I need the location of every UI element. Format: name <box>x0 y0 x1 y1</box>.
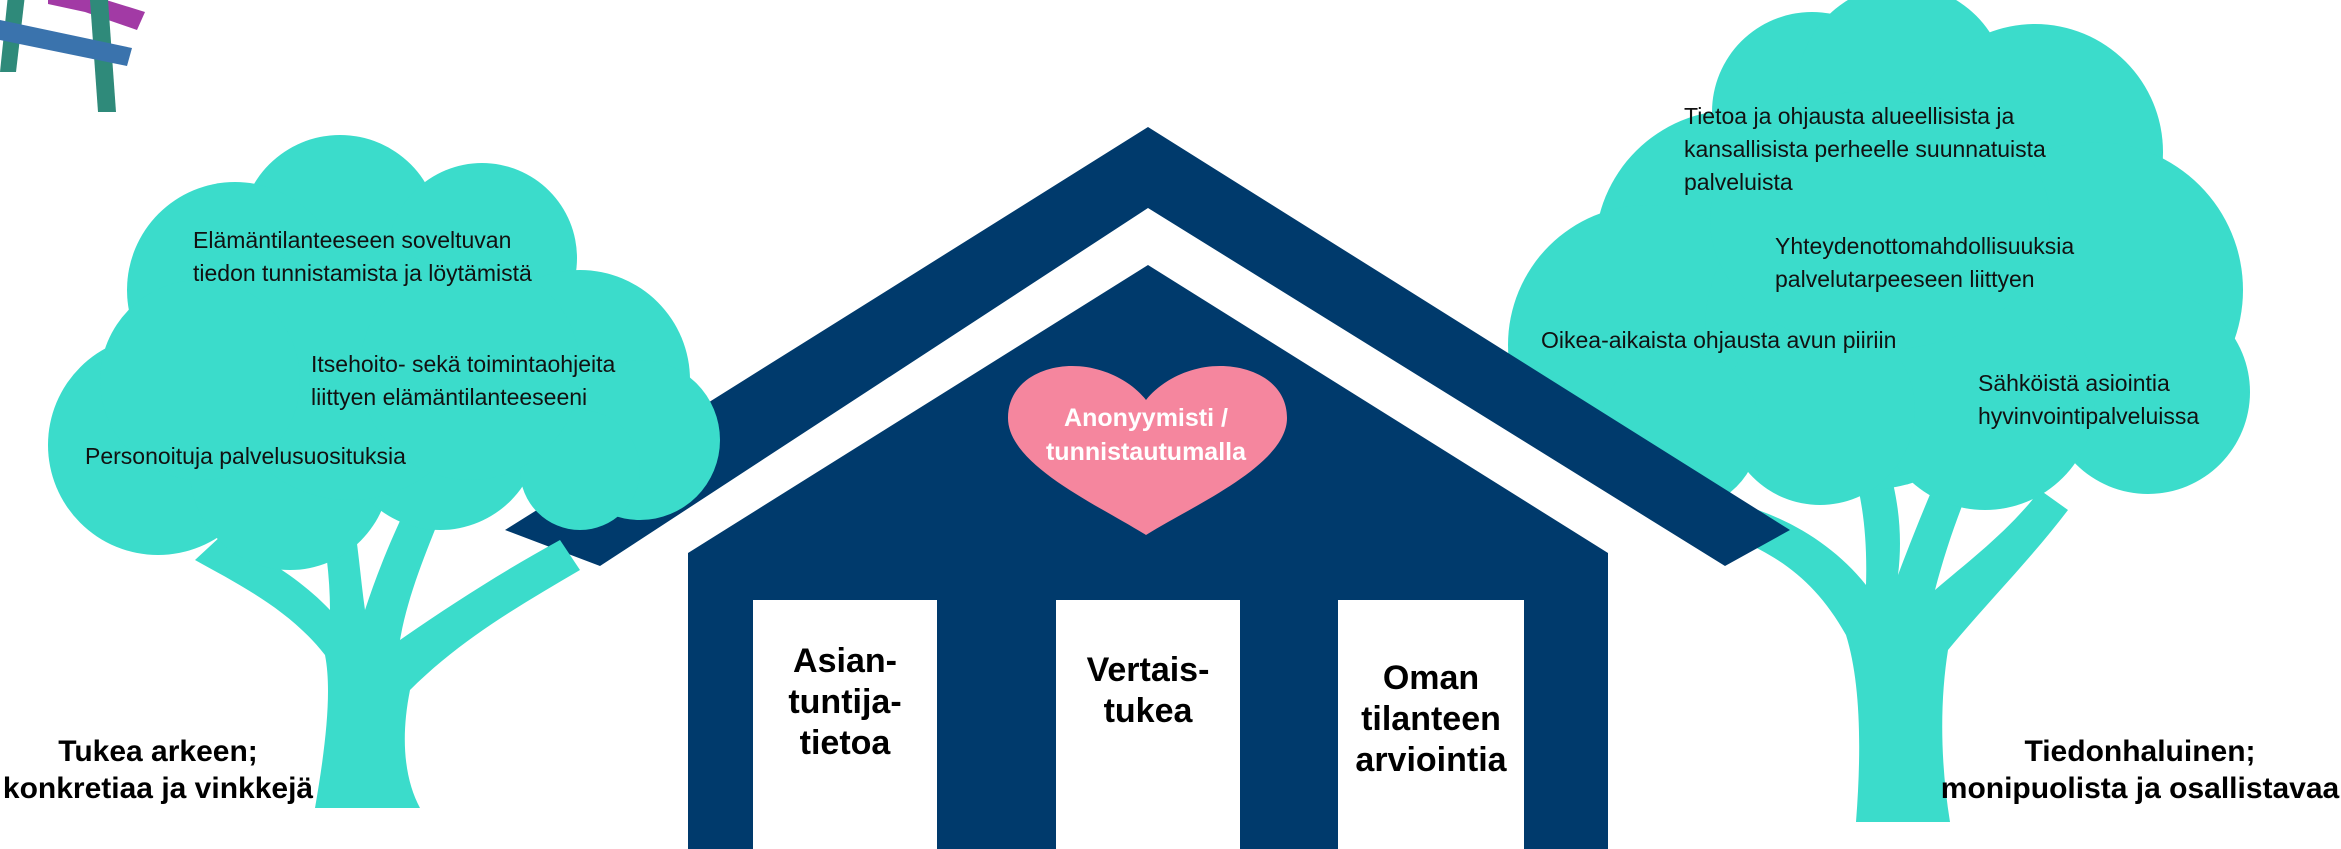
pillar-label-1: Asian- tuntija- tietoa <box>788 642 902 762</box>
right-tree-bullet-2: Yhteydenottomahdollisuuksia palvelutarpe… <box>1775 233 2075 292</box>
heart-shape <box>1008 366 1287 535</box>
left-tree-bullet-2: Itsehoito- sekä toimintaohjeita liittyen… <box>311 351 616 410</box>
corner-decoration <box>0 0 145 112</box>
house-roof <box>505 127 1790 566</box>
house <box>505 127 1790 849</box>
pillar-3 <box>1338 600 1524 849</box>
left-caption-line-2: konkretiaa ja vinkkejä <box>2 772 314 805</box>
right-tree-bullet-3: Oikea-aikaista ohjausta avun piiriin <box>1541 327 1897 353</box>
left-tree-crown <box>48 135 720 570</box>
pillar-label-2: Vertais- tukea <box>1086 651 1210 730</box>
heart-label: Anonyymisti / tunnistautumalla <box>1045 404 1246 466</box>
right-caption-line-1: Tiedonhaluinen; <box>2024 735 2256 768</box>
right-tree-trunk <box>1740 420 2068 822</box>
left-caption-line-1: Tukea arkeen; <box>58 735 258 768</box>
left-tree-bullet-3: Personoituja palvelusuosituksia <box>85 443 406 469</box>
left-tree <box>48 135 720 808</box>
pillar-label-3: Oman tilanteen arviointia <box>1355 659 1507 779</box>
pillar-1 <box>753 600 937 849</box>
corner-blue-bar <box>0 20 132 66</box>
right-tree-bullet-4: Sähköistä asiointia hyvinvointipalveluis… <box>1978 370 2200 429</box>
left-caption: Tukea arkeen; konkretiaa ja vinkkejä <box>0 733 316 807</box>
left-tree-bullet-1: Elämäntilanteeseen soveltuvan tiedon tun… <box>193 227 532 286</box>
right-caption: Tiedonhaluinen; monipuolista ja osallist… <box>1940 733 2340 807</box>
pillar-2 <box>1056 600 1240 849</box>
right-tree-bullet-1: Tietoa ja ohjausta alueellisista ja kans… <box>1684 103 2046 195</box>
right-caption-line-2: monipuolista ja osallistavaa <box>1940 772 2340 805</box>
left-tree-trunk <box>195 500 580 808</box>
